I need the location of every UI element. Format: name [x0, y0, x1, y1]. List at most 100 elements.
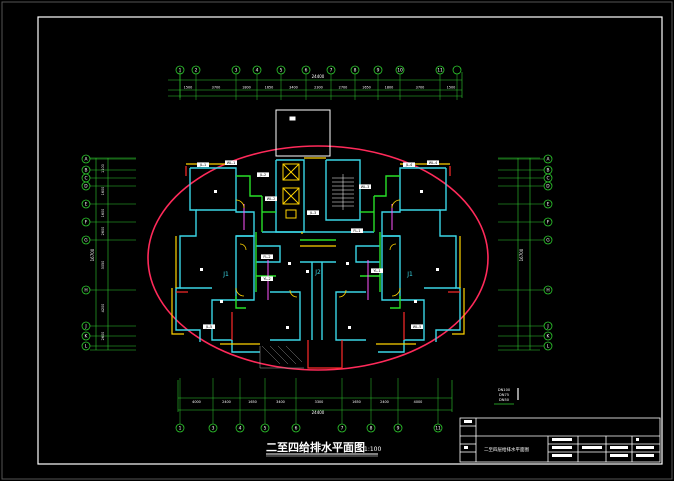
bottom-axis-11-label: 11 [435, 426, 441, 432]
right-axis-C-label: C [546, 176, 549, 182]
right-axis-F-label: F [547, 220, 550, 226]
left-dimensions [90, 157, 136, 351]
drawing-title: 二至四给排水平面图 1:100 [266, 440, 381, 457]
top-axis-4: 4 [252, 65, 262, 75]
top-axis-10-label: 10 [397, 68, 403, 74]
pipe-tag-3: WL-2 [267, 197, 276, 201]
pipe-tag-10: YL-1 [373, 269, 380, 273]
sanitary-fixtures [200, 190, 439, 329]
left-axis-H-label: H [84, 288, 87, 294]
building-outline-ellipse [147, 145, 489, 371]
title-block-fills [464, 420, 654, 457]
bottom-axis-9: 9 [393, 423, 403, 433]
top-axis-2-label: 2 [195, 68, 198, 74]
bottom-axis-5: 5 [260, 423, 270, 433]
left-axis-G: G [81, 235, 91, 245]
bottom-axis-4: 4 [235, 423, 245, 433]
top-axis-7-label: 7 [330, 68, 333, 74]
left-axis-J-label: J [84, 324, 86, 330]
elevator-shafts [282, 163, 300, 219]
left-axis-C: C [81, 173, 91, 183]
left-axis-A-label: A [84, 157, 87, 163]
bottom-dimensions [177, 380, 453, 412]
bottom-axis-6: 6 [291, 423, 301, 433]
pipe-tag-1: WL-1 [227, 161, 236, 165]
bottom-axis-8: 8 [366, 423, 376, 433]
balcony-walls [171, 157, 465, 345]
pipe-tag-bg-11 [261, 276, 273, 281]
legend-line-1: DN100 [498, 388, 511, 392]
top-dim-8: 1800 [385, 86, 394, 90]
building-walls [175, 159, 461, 353]
bottom-dim-1: 2400 [222, 400, 231, 404]
drain-pipes [243, 204, 393, 300]
left-axis-L-label: L [85, 344, 88, 350]
bottom-dim-6: 2400 [380, 400, 389, 404]
left-axis-K: K [81, 331, 91, 341]
bottom-axis-7-label: 7 [341, 426, 344, 432]
top-axis-8-label: 8 [354, 68, 357, 74]
top-axis-9-label: 9 [377, 68, 380, 74]
pipe-tag-12: JL-5 [205, 325, 212, 329]
top-axis-4-label: 4 [256, 68, 259, 74]
unit-label-0: J1 [222, 271, 229, 278]
bottom-dim-2: 1650 [248, 400, 257, 404]
drawing-scale: 1:100 [364, 446, 381, 453]
bottom-dim-0: 4000 [192, 400, 201, 404]
right-axis-A: A [543, 154, 553, 164]
right-axis-F: F [543, 217, 553, 227]
top-axis-11-label: 11 [437, 68, 443, 74]
title-block-drawing-name: 二至四层给排水平面图 [484, 446, 529, 453]
title-block [459, 417, 661, 463]
top-axis-8: 8 [350, 65, 360, 75]
top-dim-2: 1800 [242, 86, 251, 90]
bottom-axis-bubbles: 1 3 4 5 6 7 8 9 11 [175, 378, 443, 433]
bottom-axis-5-label: 5 [264, 426, 267, 432]
right-axis-J: J [543, 321, 553, 331]
bottom-axis-11: 11 [433, 423, 443, 433]
right-axis-J-label: J [546, 324, 548, 330]
right-axis-K-label: K [547, 334, 550, 340]
pipe-tag-9: FL-2 [263, 255, 270, 259]
left-dim-5: 4200 [101, 304, 105, 313]
bottom-dim-3: 3400 [276, 400, 285, 404]
pipe-tag-4: JL-3 [309, 211, 316, 215]
left-axis-D-label: D [84, 184, 88, 190]
stair [332, 174, 354, 210]
top-dim-1: 3700 [212, 86, 221, 90]
right-axis-L-label: L [547, 344, 550, 350]
pipe-tag-bg-13 [411, 324, 423, 329]
top-dim-6: 2700 [339, 86, 348, 90]
bottom-axis-1-label: 1 [179, 426, 182, 432]
bottom-axis-6-label: 6 [295, 426, 298, 432]
drawing-title-text: 二至四给排水平面图 [266, 440, 365, 454]
bottom-axis-9-label: 9 [397, 426, 400, 432]
left-axis-B: B [81, 165, 91, 175]
top-axis-1-label: 1 [179, 68, 182, 74]
bottom-axis-3: 3 [208, 423, 218, 433]
left-total-dimension: 16700 [90, 248, 95, 261]
right-axis-D-label: D [546, 184, 550, 190]
left-axis-K-label: K [85, 334, 88, 340]
top-axis-2: 2 [191, 65, 201, 75]
right-axis-A-label: A [546, 157, 549, 163]
top-axis-6-label: 6 [305, 68, 308, 74]
top-axis-6: 6 [301, 65, 311, 75]
left-dim-0: 1100 [101, 164, 105, 173]
left-axis-E: E [81, 199, 91, 209]
left-dim-4: 3050 [101, 261, 105, 270]
pipe-tag-bg-2 [257, 172, 269, 177]
door-swings [235, 199, 401, 298]
pipe-tag-5: WL-3 [361, 185, 370, 189]
right-axis-D: D [543, 181, 553, 191]
top-axis-3-label: 3 [235, 68, 238, 74]
unit-label-1: J2 [314, 269, 321, 276]
left-axis-H: H [81, 285, 91, 295]
